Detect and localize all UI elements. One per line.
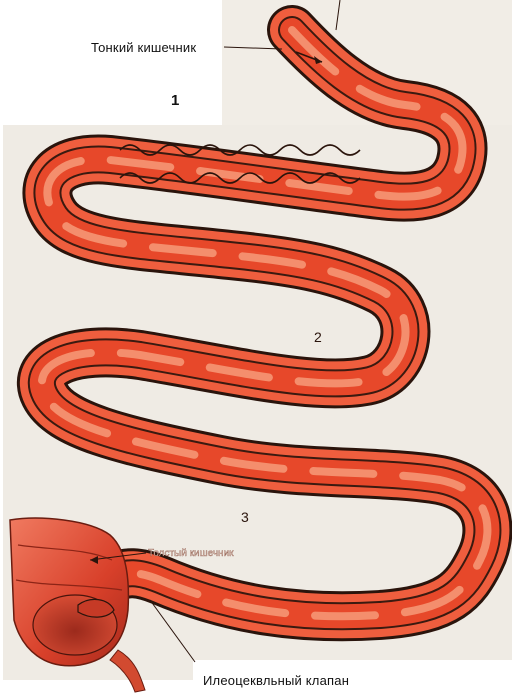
section-label-3: 3 bbox=[241, 509, 249, 525]
label-large-intestine: Толстый кишечник bbox=[148, 548, 234, 559]
section-label-1: 1 bbox=[171, 92, 179, 109]
label-small-intestine: Тонкий кишечник bbox=[91, 40, 196, 55]
section-label-2: 2 bbox=[314, 329, 322, 345]
label-ileocecal-valve: Илеоцеквльный клапан bbox=[203, 673, 349, 688]
